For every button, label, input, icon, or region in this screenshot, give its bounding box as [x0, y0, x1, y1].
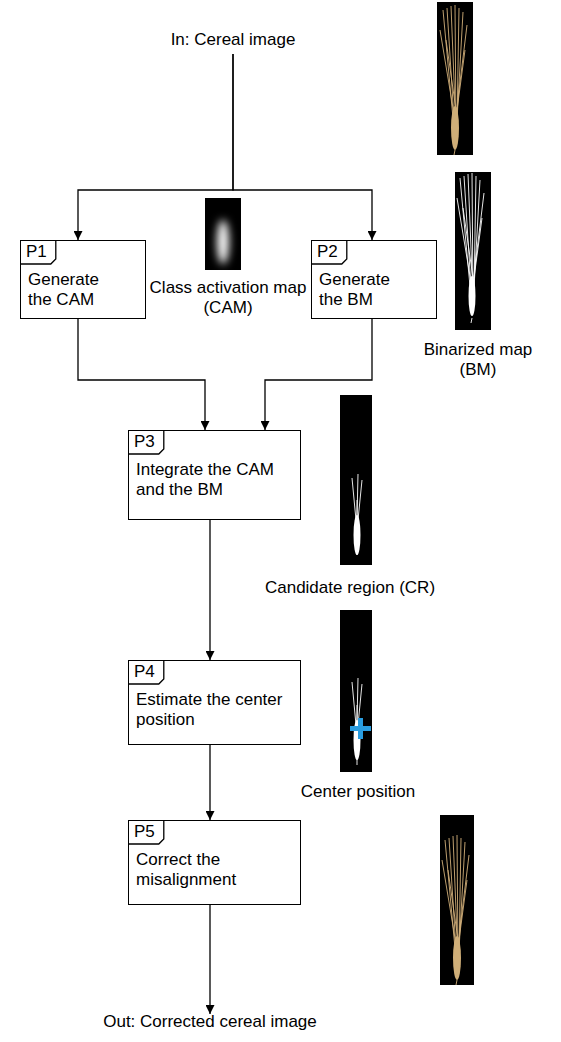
step-number: P3 — [129, 431, 164, 454]
step-number: P5 — [129, 821, 164, 844]
step-number: P4 — [129, 661, 164, 684]
flow-arrow — [265, 319, 372, 430]
activation-blob — [217, 220, 229, 264]
process-box: P1Generate the CAM — [20, 240, 146, 319]
flow-arrow — [233, 54, 372, 240]
region-spike — [354, 515, 361, 555]
cereal-spike — [451, 106, 459, 150]
cereal-awns — [440, 5, 467, 155]
flow-arrow — [209, 520, 210, 660]
flow-arrow — [209, 745, 210, 820]
process-box: P5Correct the misalignment — [128, 820, 301, 905]
binary-awns — [457, 173, 484, 323]
image-ground — [455, 172, 491, 330]
step-number: P1 — [21, 241, 56, 264]
flow-arrow — [78, 54, 233, 240]
terminal-text: Out: Corrected cereal image — [50, 1012, 370, 1032]
image-ground — [340, 610, 372, 772]
process-text: Correct the misalignment — [129, 844, 293, 898]
image-ground — [437, 2, 473, 155]
image-ground — [440, 815, 474, 985]
process-box: P2Generate the BM — [311, 240, 437, 319]
cereal-spike — [453, 936, 461, 980]
cr-image — [340, 395, 372, 565]
center-cross — [358, 718, 363, 739]
output-cereal-image — [440, 815, 474, 985]
image-caption: Center position — [268, 782, 448, 802]
tab-outline — [129, 821, 164, 844]
terminal-node: Out: Corrected cereal image — [50, 1012, 370, 1032]
process-box: P3Integrate the CAM and the BM — [128, 430, 301, 520]
bm-image — [455, 172, 491, 330]
image-ground — [205, 198, 241, 270]
region-awns — [352, 678, 362, 765]
process-text: Estimate the center position — [129, 684, 293, 738]
tab-outline — [129, 431, 164, 454]
tab-outline — [21, 241, 56, 264]
region-awns — [352, 474, 362, 555]
terminal-node: In: Cereal image — [108, 30, 358, 50]
cam-image — [205, 198, 241, 270]
process-box: P4Estimate the center position — [128, 660, 301, 745]
cereal-awns — [442, 835, 469, 985]
terminal-text: In: Cereal image — [108, 30, 358, 50]
tab-outline — [129, 661, 164, 684]
process-text: Generate the BM — [312, 264, 416, 318]
image-caption: Class activation map (CAM) — [147, 278, 309, 318]
process-text: Integrate the CAM and the BM — [129, 454, 293, 508]
image-caption: Candidate region (CR) — [235, 578, 465, 598]
process-text: Generate the CAM — [21, 264, 125, 318]
input-cereal-image — [437, 2, 473, 155]
binary-spike — [469, 276, 476, 316]
image-ground — [340, 395, 372, 565]
center-image — [340, 610, 372, 772]
flow-arrow — [209, 905, 210, 1014]
step-number: P2 — [312, 241, 347, 264]
tab-outline — [312, 241, 347, 264]
flow-arrow — [78, 319, 205, 430]
image-caption: Binarized map (BM) — [418, 340, 538, 380]
